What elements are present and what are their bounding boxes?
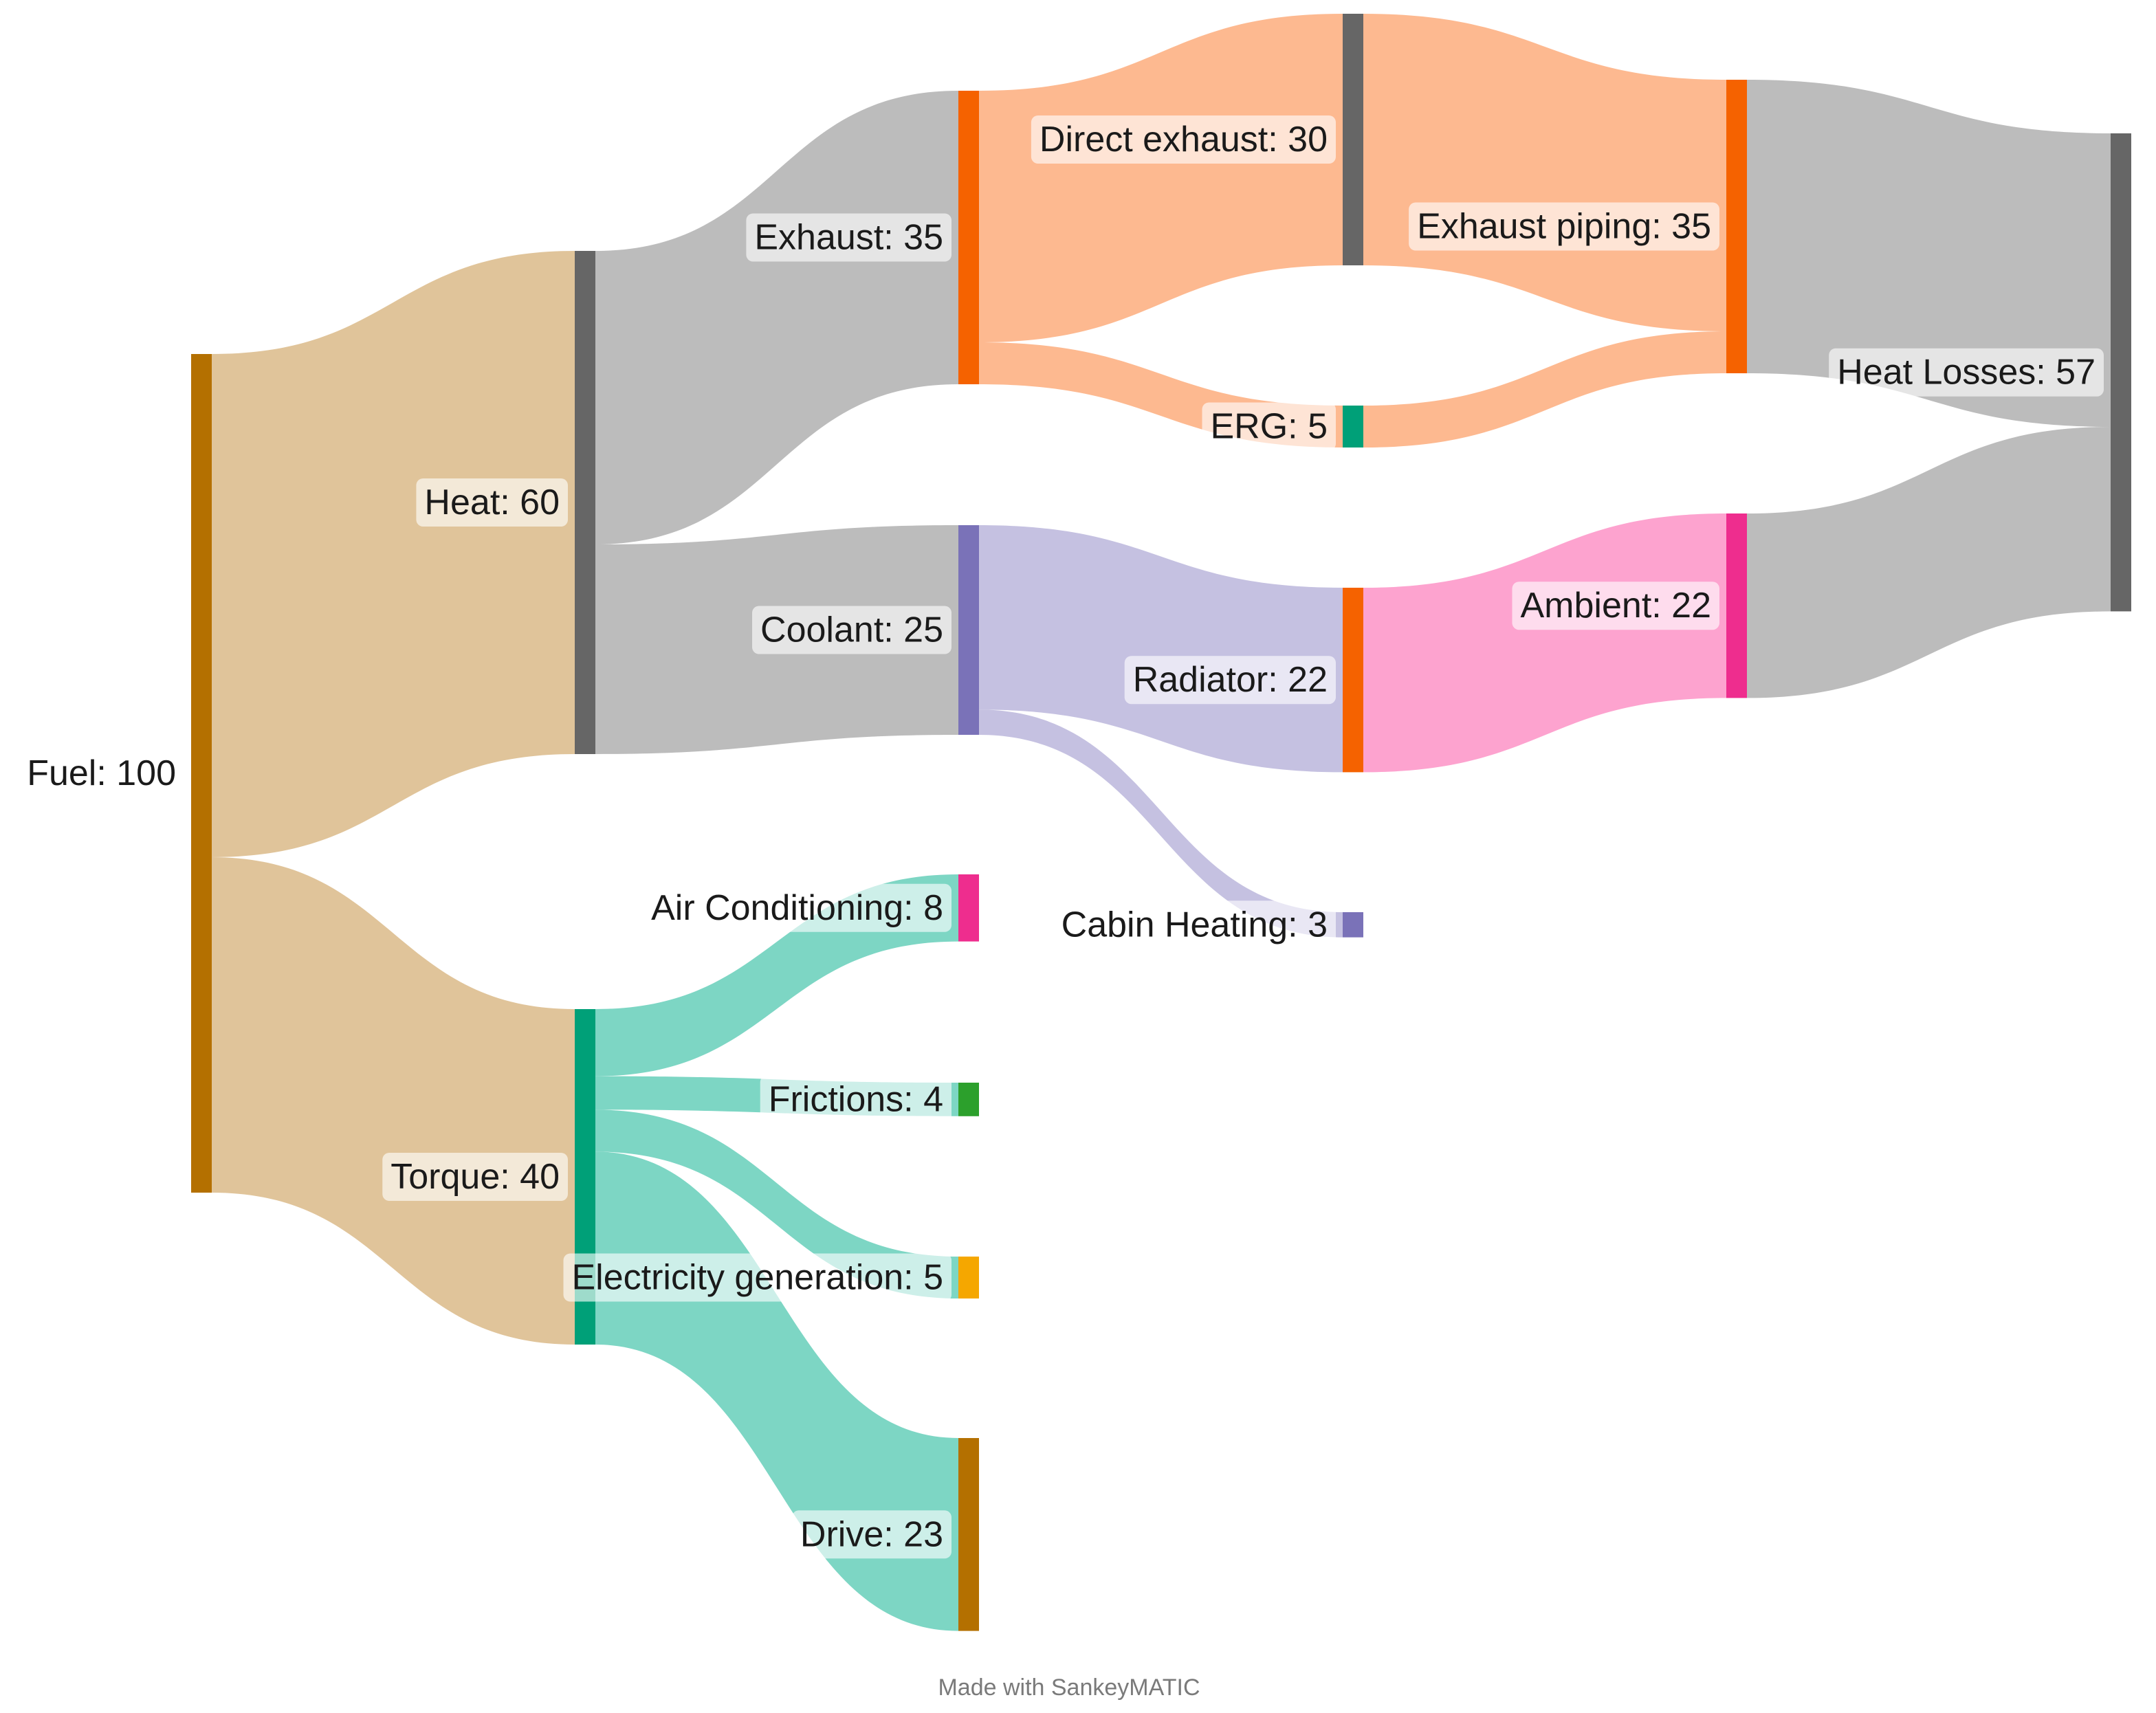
link-torque-to-elecgen bbox=[595, 1109, 958, 1298]
node-exhaust bbox=[958, 91, 979, 384]
label-ambient: Ambient: 22 bbox=[1512, 582, 1719, 630]
node-fuel bbox=[191, 354, 212, 1193]
label-bg-erg bbox=[1202, 402, 1336, 451]
label-bg-direct bbox=[1031, 115, 1336, 164]
node-losses bbox=[2111, 133, 2131, 612]
label-torque: Torque: 40 bbox=[382, 1153, 568, 1201]
node-heat bbox=[575, 251, 595, 754]
label-text-elecgen: Electricity generation: 5 bbox=[572, 1258, 944, 1298]
label-text-fuel: Fuel: 100 bbox=[27, 753, 176, 793]
link-coolant-to-radiator bbox=[979, 525, 1343, 773]
label-text-cabin: Cabin Heating: 3 bbox=[1062, 905, 1328, 944]
label-bg-torque bbox=[382, 1153, 568, 1201]
label-fuel: Fuel: 100 bbox=[27, 753, 176, 793]
node-coolant bbox=[958, 525, 979, 735]
label-text-frictions: Frictions: 4 bbox=[769, 1079, 943, 1119]
sankey-links bbox=[212, 14, 2111, 1631]
label-text-aircon: Air Conditioning: 8 bbox=[651, 888, 943, 928]
link-heat-to-exhaust bbox=[595, 91, 958, 544]
label-text-ambient: Ambient: 22 bbox=[1521, 586, 1712, 626]
label-bg-elecgen bbox=[563, 1253, 952, 1302]
node-piping bbox=[1726, 80, 1747, 373]
node-drive bbox=[958, 1438, 979, 1631]
link-fuel-to-torque bbox=[212, 857, 575, 1345]
sankey-nodes bbox=[191, 14, 2131, 1631]
label-text-heat: Heat: 60 bbox=[424, 483, 560, 522]
label-coolant: Coolant: 25 bbox=[752, 606, 952, 654]
label-bg-exhaust bbox=[746, 213, 952, 262]
label-bg-drive bbox=[791, 1510, 952, 1559]
label-elecgen: Electricity generation: 5 bbox=[563, 1253, 952, 1302]
label-erg: ERG: 5 bbox=[1202, 402, 1336, 451]
link-coolant-to-cabin bbox=[979, 709, 1343, 938]
link-ambient-to-losses bbox=[1747, 427, 2111, 698]
node-elecgen bbox=[958, 1257, 979, 1298]
label-bg-frictions bbox=[760, 1075, 952, 1124]
label-bg-piping bbox=[1409, 202, 1719, 251]
label-frictions: Frictions: 4 bbox=[760, 1075, 952, 1124]
label-losses: Heat Losses: 57 bbox=[1829, 348, 2104, 397]
label-bg-coolant bbox=[752, 606, 952, 654]
label-bg-losses bbox=[1829, 348, 2104, 397]
label-text-exhaust: Exhaust: 35 bbox=[754, 218, 943, 258]
label-text-piping: Exhaust piping: 35 bbox=[1417, 207, 1711, 247]
link-piping-to-losses bbox=[1747, 80, 2111, 427]
node-aircon bbox=[958, 874, 979, 942]
link-exhaust-to-direct bbox=[979, 14, 1343, 342]
label-bg-ambient bbox=[1512, 582, 1719, 630]
label-text-losses: Heat Losses: 57 bbox=[1837, 353, 2096, 393]
label-cabin: Cabin Heating: 3 bbox=[1053, 900, 1336, 949]
label-bg-aircon bbox=[643, 883, 952, 932]
label-text-erg: ERG: 5 bbox=[1211, 407, 1328, 447]
credit-text: Made with SankeyMATIC bbox=[938, 1675, 1200, 1701]
label-bg-radiator bbox=[1124, 656, 1336, 705]
node-radiator bbox=[1343, 588, 1363, 773]
link-fuel-to-heat bbox=[212, 251, 575, 857]
label-text-direct: Direct exhaust: 30 bbox=[1040, 120, 1328, 159]
label-direct: Direct exhaust: 30 bbox=[1031, 115, 1336, 164]
node-direct bbox=[1343, 14, 1363, 265]
node-ambient bbox=[1726, 513, 1747, 698]
sankey-labels: Fuel: 100 Heat: 60 Torque: 40 Exhaust: 35 Co… bbox=[27, 115, 2104, 1559]
label-text-torque: Torque: 40 bbox=[390, 1157, 560, 1197]
label-text-drive: Drive: 23 bbox=[800, 1514, 943, 1554]
node-erg bbox=[1343, 406, 1363, 447]
label-text-radiator: Radiator: 22 bbox=[1133, 660, 1328, 700]
label-bg-heat bbox=[416, 478, 568, 527]
node-cabin bbox=[1343, 912, 1363, 938]
link-radiator-to-ambient bbox=[1363, 513, 1726, 773]
link-erg-to-piping bbox=[1363, 331, 1726, 447]
label-heat: Heat: 60 bbox=[416, 478, 568, 527]
link-direct-to-piping bbox=[1363, 14, 1726, 331]
label-exhaust: Exhaust: 35 bbox=[746, 213, 952, 262]
label-text-coolant: Coolant: 25 bbox=[760, 610, 943, 650]
label-piping: Exhaust piping: 35 bbox=[1409, 202, 1719, 251]
label-bg-cabin bbox=[1053, 900, 1336, 949]
label-radiator: Radiator: 22 bbox=[1124, 656, 1336, 705]
node-frictions bbox=[958, 1083, 979, 1116]
label-drive: Drive: 23 bbox=[791, 1510, 952, 1559]
label-aircon: Air Conditioning: 8 bbox=[643, 883, 952, 932]
